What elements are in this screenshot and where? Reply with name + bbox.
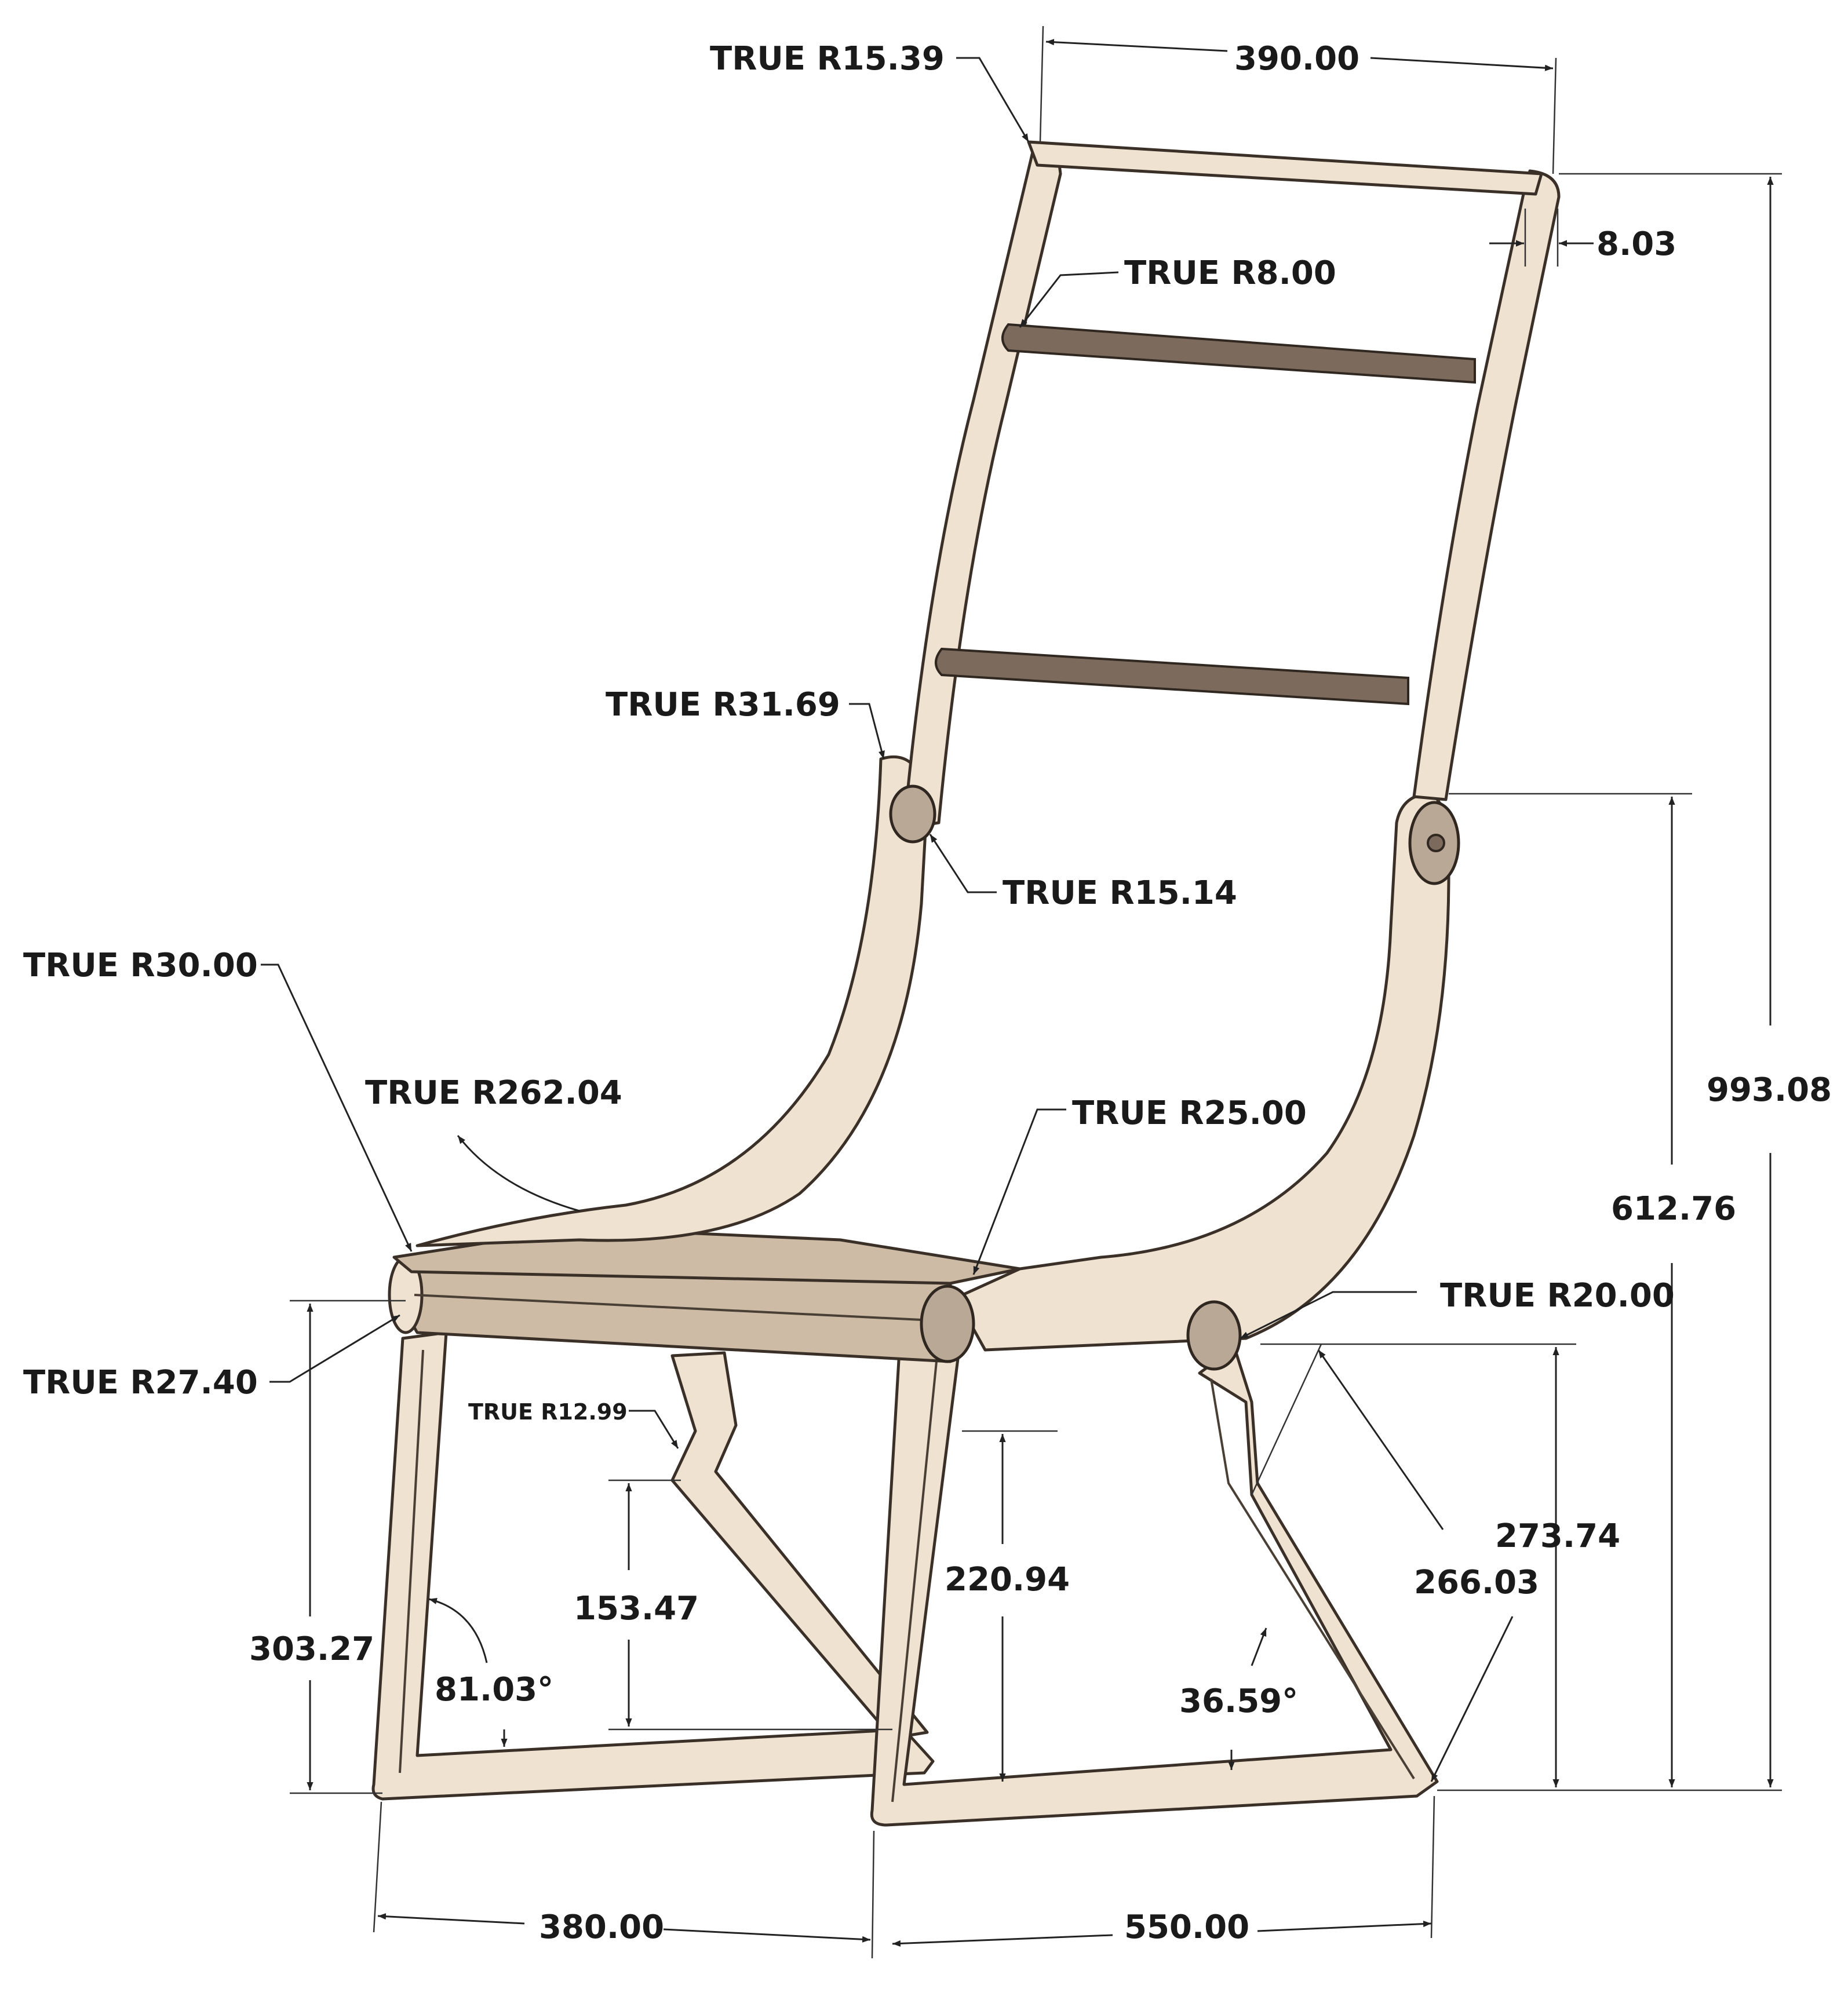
back-pivot-right-hole (1427, 834, 1445, 852)
left-side-panel (415, 755, 929, 1247)
label-993-08: 993.08 (1707, 1071, 1832, 1109)
label-r15-14: TRUE R15.14 (1003, 874, 1237, 912)
label-550: 550.00 (1124, 1908, 1249, 1946)
label-153-47: 153.47 (574, 1590, 699, 1627)
label-36-59: 36.59° (1179, 1683, 1298, 1720)
label-8-03: 8.03 (1597, 225, 1676, 263)
label-r262-04: TRUE R262.04 (365, 1074, 622, 1112)
back-upright-left (902, 143, 1062, 830)
dimension-lines (261, 25, 1782, 1959)
back-rod-lower (935, 647, 1409, 706)
label-390: 390.00 (1234, 40, 1359, 78)
label-273-74: 273.74 (1495, 1517, 1620, 1555)
label-r27-40: TRUE R27.40 (23, 1364, 258, 1402)
label-303-27: 303.27 (249, 1630, 374, 1668)
back-top-rail (1027, 140, 1543, 196)
label-r25: TRUE R25.00 (1072, 1094, 1307, 1132)
label-r31-69: TRUE R31.69 (606, 686, 840, 724)
seat-pin-front (920, 1284, 975, 1363)
seat-cylinder-line (414, 1294, 945, 1322)
front-leg-inner (891, 1338, 1415, 1802)
back-pivot-left (889, 784, 936, 844)
label-r30: TRUE R30.00 (23, 947, 258, 984)
front-leg-frame (870, 1319, 1439, 1827)
label-r15-39: TRUE R15.39 (710, 40, 945, 78)
rear-diagonal-leg (670, 1351, 929, 1740)
label-612-76: 612.76 (1611, 1190, 1736, 1228)
dimension-labels: TRUE R15.39 390.00 8.03 TRUE R8.00 TRUE … (23, 40, 1832, 1946)
label-380: 380.00 (539, 1908, 664, 1946)
chair-model (371, 140, 1561, 1827)
back-rod-upper (1001, 323, 1476, 384)
right-side-panel (954, 792, 1452, 1352)
label-266-03: 266.03 (1414, 1564, 1539, 1601)
label-81-03: 81.03° (435, 1671, 553, 1709)
label-r8: TRUE R8.00 (1124, 254, 1336, 292)
back-upright-right (1412, 169, 1561, 801)
label-r20: TRUE R20.00 (1440, 1277, 1675, 1315)
seat-pin-rear (1186, 1300, 1242, 1371)
label-r12-99: TRUE R12.99 (468, 1399, 628, 1425)
label-220-94: 220.94 (945, 1561, 1070, 1598)
